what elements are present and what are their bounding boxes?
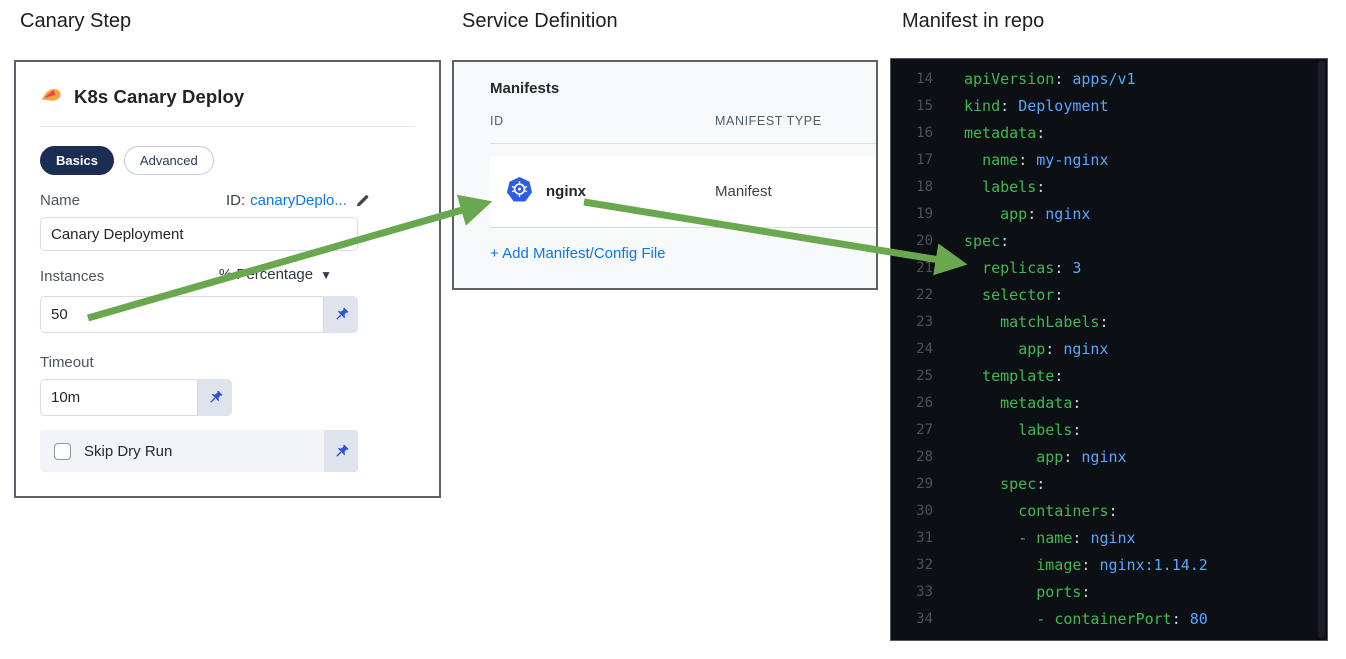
step-header: K8s Canary Deploy xyxy=(40,84,244,110)
edit-id-pencil-icon[interactable] xyxy=(355,193,370,208)
code-line: 24 app: nginx xyxy=(916,340,1109,358)
step-tabs: Basics Advanced xyxy=(40,146,214,175)
chevron-down-icon: ▼ xyxy=(320,267,332,282)
service-definition-panel: Manifests ID MANIFEST TYPE xyxy=(452,60,878,290)
name-label: Name xyxy=(40,192,81,209)
header-divider xyxy=(40,126,415,127)
code-line: 32 image: nginx:1.14.2 xyxy=(916,556,1208,574)
id-link[interactable]: canaryDeplo... xyxy=(250,192,347,209)
tab-advanced[interactable]: Advanced xyxy=(123,146,214,175)
id-prefix: ID: xyxy=(226,192,246,209)
instances-pin-button[interactable] xyxy=(324,296,358,333)
code-line: 31 - name: nginx xyxy=(916,529,1136,547)
instances-input[interactable] xyxy=(40,296,324,333)
code-line: 25 template: xyxy=(916,367,1064,385)
code-line: 22 selector: xyxy=(916,286,1064,304)
canary-step-panel: K8s Canary Deploy Basics Advanced Name I… xyxy=(14,60,441,498)
code-line: 33 ports: xyxy=(916,583,1091,601)
timeout-input[interactable] xyxy=(40,379,198,416)
manifests-heading: Manifests xyxy=(490,80,560,97)
instances-input-group xyxy=(40,296,358,333)
skip-dry-run-label: Skip Dry Run xyxy=(84,442,173,460)
code-line: 18 labels: xyxy=(916,178,1046,196)
code-line: 30 containers: xyxy=(916,502,1118,520)
tab-basics[interactable]: Basics xyxy=(40,146,114,175)
step-id-row: ID: canaryDeplo... xyxy=(226,192,370,209)
timeout-input-group xyxy=(40,379,232,416)
manifest-table-row[interactable]: nginx Manifest xyxy=(490,156,876,227)
manifest-type-text: Manifest xyxy=(715,183,772,200)
table-divider xyxy=(490,143,876,144)
code-line: 23 matchLabels: xyxy=(916,313,1109,331)
skip-dry-run-pin-button[interactable] xyxy=(324,430,358,472)
code-line: 34 - containerPort: 80 xyxy=(916,610,1208,628)
row-divider xyxy=(490,227,876,228)
canary-bird-icon xyxy=(40,84,64,110)
code-line: 28 app: nginx xyxy=(916,448,1127,466)
skip-dry-run-checkbox[interactable] xyxy=(54,442,71,460)
code-line: 21 replicas: 3 xyxy=(916,259,1082,277)
name-input[interactable] xyxy=(40,217,358,251)
instances-unit-select[interactable]: % Percentage ▼ xyxy=(206,266,332,283)
step-title: K8s Canary Deploy xyxy=(74,86,245,107)
code-line: 19 app: nginx xyxy=(916,205,1091,223)
timeout-label: Timeout xyxy=(40,354,94,371)
kubernetes-icon xyxy=(506,176,533,207)
timeout-pin-button[interactable] xyxy=(198,379,232,416)
code-line: 17 name: my-nginx xyxy=(916,151,1109,169)
code-scrollbar[interactable] xyxy=(1318,61,1325,638)
column-header-type: MANIFEST TYPE xyxy=(715,114,822,128)
unit-select-value: % Percentage xyxy=(218,266,314,283)
skip-dry-run-row: Skip Dry Run xyxy=(40,430,358,472)
canary-step-title: Canary Step xyxy=(20,10,132,32)
manifest-in-repo-title: Manifest in repo xyxy=(902,10,1045,32)
service-definition-title: Service Definition xyxy=(462,10,618,32)
manifest-id-text: nginx xyxy=(546,183,586,200)
add-manifest-link[interactable]: + Add Manifest/Config File xyxy=(490,245,666,262)
instances-label: Instances xyxy=(40,268,105,285)
code-line: 26 metadata: xyxy=(916,394,1082,412)
column-header-id: ID xyxy=(490,114,504,128)
code-line: 27 labels: xyxy=(916,421,1082,439)
code-line: 29 spec: xyxy=(916,475,1046,493)
manifest-id-cell: nginx xyxy=(506,176,715,207)
